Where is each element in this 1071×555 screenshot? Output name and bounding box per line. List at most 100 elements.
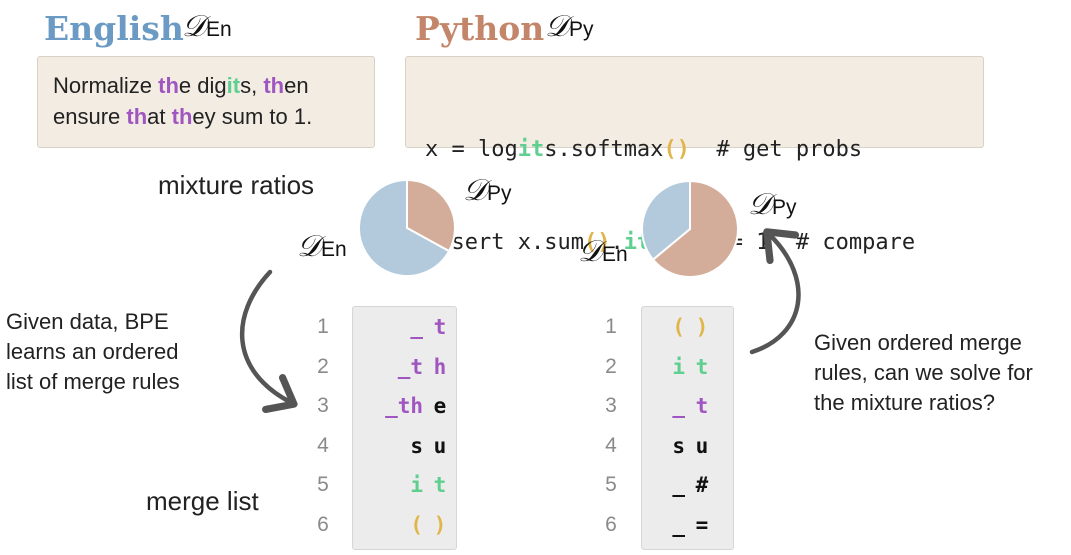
merge-token-left: s bbox=[672, 433, 685, 458]
merge-token-left: ( bbox=[672, 315, 685, 339]
text-segment: en bbox=[284, 73, 309, 98]
text-segment: at bbox=[147, 104, 172, 129]
merge-rule-row: 6 _ = bbox=[596, 511, 736, 543]
merge-rule-number: 2 bbox=[317, 354, 329, 378]
right-note: Given ordered merge rules, can we solve … bbox=[814, 328, 1033, 418]
merge-token-left: _ bbox=[672, 513, 685, 537]
right-mixture-pie bbox=[641, 179, 739, 278]
merge-rule-row: 6 () bbox=[308, 511, 458, 543]
merge-token-left: _ bbox=[672, 394, 685, 419]
merge-rule-number: 6 bbox=[317, 513, 329, 536]
right-note-line: Given ordered merge bbox=[814, 330, 1022, 355]
merge-rule-row: 1 _ t bbox=[308, 313, 458, 345]
left-note: Given data, BPE learns an ordered list o… bbox=[6, 307, 180, 397]
merge-token-right: ) bbox=[695, 315, 709, 339]
merge-list-label: merge list bbox=[146, 486, 259, 516]
pie-slice-en bbox=[358, 178, 451, 277]
merge-rule-number: 4 bbox=[605, 433, 617, 457]
left-note-line: list of merge rules bbox=[6, 369, 180, 394]
text-segment: it bbox=[517, 137, 545, 162]
text-segment: x = log bbox=[425, 137, 518, 162]
text-segment: . bbox=[610, 230, 624, 255]
right-merge-list-box bbox=[641, 306, 734, 550]
right-curved-arrow bbox=[749, 228, 801, 355]
merge-token-left: s bbox=[410, 433, 423, 458]
python-dataset-symbol: 𝒟Py bbox=[545, 9, 594, 44]
left-merge-list-box bbox=[352, 306, 457, 550]
text-segment: e dig bbox=[178, 73, 227, 98]
mixture-ratios-label: mixture ratios bbox=[158, 170, 315, 200]
text-segment: () bbox=[583, 230, 611, 255]
text-segment: s, bbox=[240, 73, 264, 98]
python-title: Python bbox=[415, 9, 545, 48]
english-text-line-2: ensure that they sum to 1. bbox=[53, 101, 312, 132]
merge-rule-row: 1 () bbox=[596, 313, 736, 345]
text-segment: Normalize bbox=[53, 73, 159, 98]
merge-rule-number: 3 bbox=[317, 394, 329, 418]
merge-token-left: _t bbox=[397, 354, 423, 379]
merge-rule-row: 5 _ # bbox=[596, 471, 736, 503]
python-code-box: x = logits.softmax() # get probs assert … bbox=[405, 56, 984, 255]
english-title: English bbox=[44, 9, 184, 48]
merge-rule-number: 5 bbox=[317, 473, 329, 497]
english-dataset-symbol: 𝒟En bbox=[182, 9, 232, 44]
text-segment: it bbox=[226, 73, 241, 98]
merge-token-right: = bbox=[695, 513, 709, 537]
merge-rule-number: 4 bbox=[317, 433, 329, 457]
merge-rule-number: 6 bbox=[605, 513, 617, 536]
merge-token-right: ) bbox=[433, 513, 447, 537]
merge-token-left: _ bbox=[672, 473, 685, 498]
merge-rule-number: 2 bbox=[605, 354, 617, 378]
merge-rule-row: 3 _th e bbox=[308, 392, 458, 424]
left-mixture-pie bbox=[358, 178, 456, 277]
text-segment: () bbox=[663, 137, 690, 162]
merge-token-right: u bbox=[695, 433, 709, 458]
text-segment: th bbox=[263, 73, 285, 98]
left-pie-label-en: 𝒟En bbox=[297, 229, 347, 264]
pie-slice-py bbox=[651, 179, 739, 278]
text-segment: s.softmax bbox=[544, 137, 664, 162]
right-note-line: rules, can we solve for bbox=[814, 360, 1033, 385]
merge-token-left: ( bbox=[410, 513, 423, 537]
merge-token-right: t bbox=[695, 394, 709, 419]
pie-slice-en bbox=[641, 179, 691, 262]
english-text-line-1: Normalize the digits, then bbox=[53, 70, 312, 101]
right-pie-label-py: 𝒟Py bbox=[748, 187, 797, 222]
python-code-line-1: x = logits.softmax() # get probs bbox=[425, 134, 915, 165]
merge-rule-number: 5 bbox=[605, 473, 617, 497]
merge-token-left: _th bbox=[385, 394, 423, 419]
pie-slice-py bbox=[406, 178, 456, 253]
merge-token-right: h bbox=[433, 354, 447, 379]
text-segment: th bbox=[158, 73, 179, 98]
text-segment: ensure bbox=[53, 104, 127, 129]
right-note-line: the mixture ratios? bbox=[814, 390, 995, 415]
text-segment: th bbox=[126, 104, 148, 129]
merge-rule-number: 1 bbox=[605, 315, 617, 338]
merge-rule-number: 3 bbox=[605, 394, 617, 418]
left-note-line: Given data, BPE bbox=[6, 309, 169, 334]
merge-token-right: e bbox=[433, 394, 447, 419]
merge-rule-row: 2 _t h bbox=[308, 353, 458, 385]
merge-token-left: i bbox=[410, 473, 423, 498]
merge-token-left: _ bbox=[410, 315, 423, 339]
text-segment: ey sum to 1. bbox=[192, 104, 313, 129]
merge-rule-row: 3 _ t bbox=[596, 392, 736, 424]
merge-token-right: t bbox=[433, 473, 447, 498]
text-segment: # get probs bbox=[689, 137, 863, 162]
left-note-line: learns an ordered bbox=[6, 339, 179, 364]
merge-token-right: t bbox=[695, 354, 709, 379]
merge-token-right: t bbox=[433, 315, 447, 339]
text-segment: th bbox=[171, 104, 193, 129]
left-pie-label-py: 𝒟Py bbox=[463, 173, 512, 208]
english-text-box: Normalize the digits, then ensure that t… bbox=[37, 56, 375, 148]
merge-token-left: i bbox=[672, 354, 685, 379]
merge-rule-number: 1 bbox=[317, 315, 329, 338]
merge-token-right: # bbox=[695, 473, 709, 498]
left-curved-arrow bbox=[239, 269, 298, 413]
right-pie-label-en: 𝒟En bbox=[578, 234, 628, 269]
